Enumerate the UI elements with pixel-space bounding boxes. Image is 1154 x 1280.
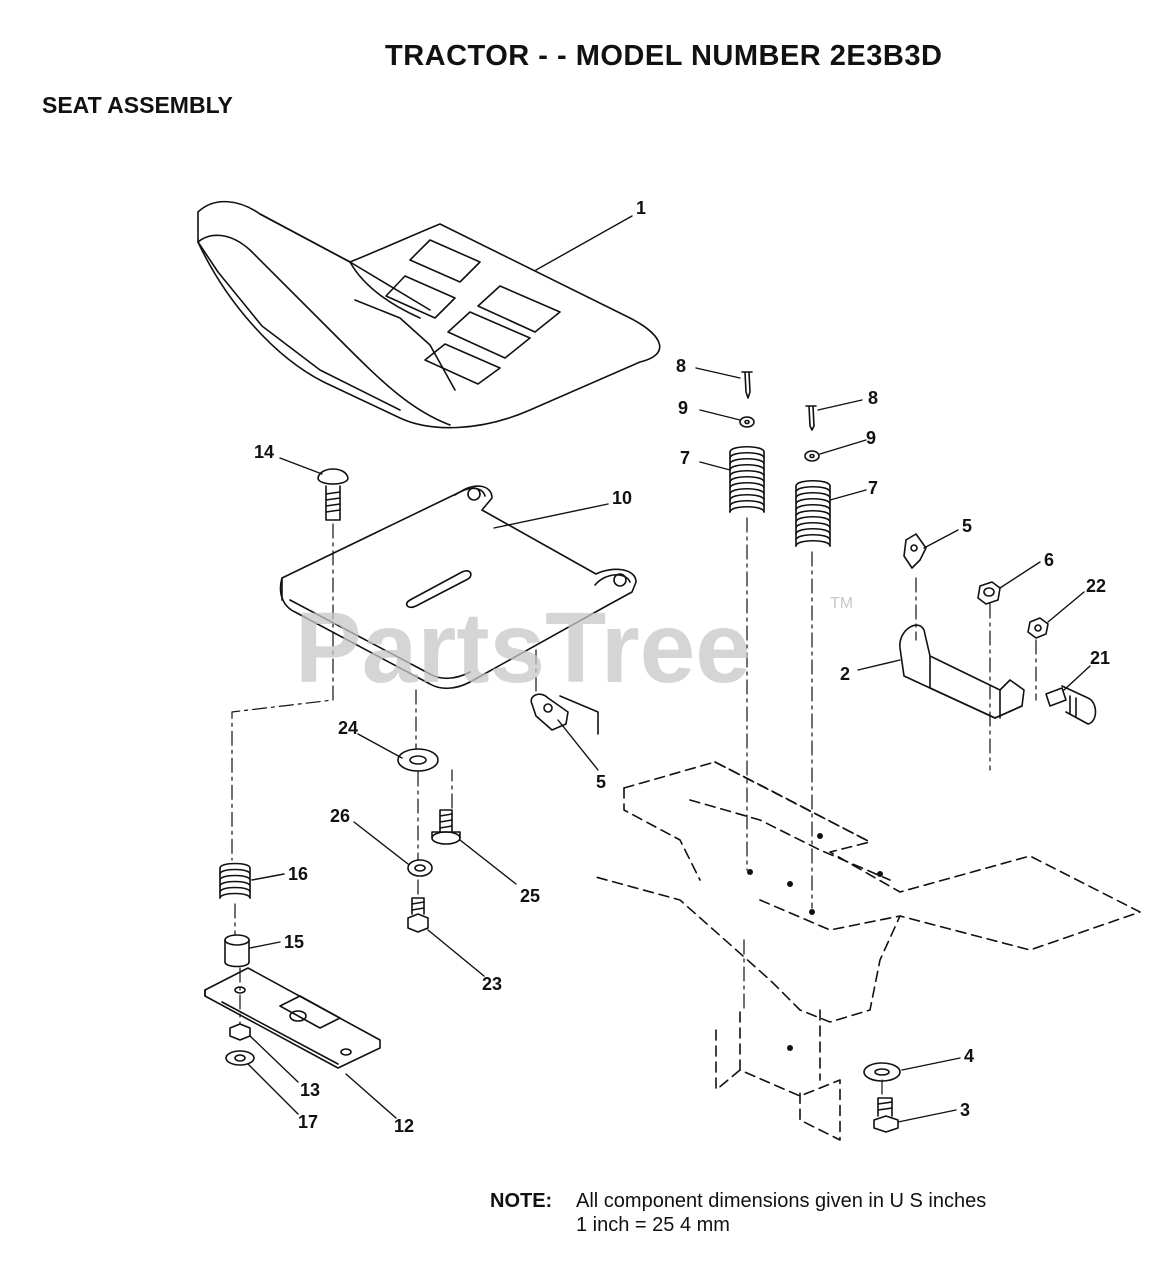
callout-14: 14 bbox=[254, 442, 274, 462]
bracket-part-12 bbox=[204, 967, 381, 1069]
frame-holes bbox=[747, 833, 883, 1051]
bolt-part-23 bbox=[407, 897, 429, 933]
callout-22: 22 bbox=[1086, 576, 1106, 596]
callout-25: 25 bbox=[520, 886, 540, 906]
alignment-lines bbox=[231, 517, 1037, 1097]
clip-part-5-upper bbox=[903, 533, 927, 569]
washer-part-26 bbox=[407, 859, 433, 877]
callout-9b: 9 bbox=[866, 428, 876, 448]
callout-24: 24 bbox=[338, 718, 358, 738]
watermark-text: PartsTree bbox=[295, 592, 751, 704]
section-title: SEAT ASSEMBLY bbox=[42, 92, 233, 118]
spring-assembly-right bbox=[795, 405, 831, 547]
mounting-bracket-part bbox=[899, 624, 1025, 719]
callout-3: 3 bbox=[960, 1100, 970, 1120]
spring-assembly-left bbox=[729, 371, 765, 513]
nut-part-13 bbox=[229, 1023, 251, 1041]
callout-26: 26 bbox=[330, 806, 350, 826]
note-label: NOTE: bbox=[490, 1190, 553, 1212]
callout-5b: 5 bbox=[596, 772, 606, 792]
callout-23: 23 bbox=[482, 974, 502, 994]
callout-15: 15 bbox=[284, 932, 304, 952]
callout-2: 2 bbox=[840, 664, 850, 684]
clip-part-5-lower bbox=[530, 693, 599, 735]
callout-1: 1 bbox=[636, 198, 646, 218]
bolt-part-25 bbox=[431, 809, 461, 845]
callout-10: 10 bbox=[612, 488, 632, 508]
spacer-part-15 bbox=[224, 934, 250, 968]
spring-part-16 bbox=[219, 862, 251, 899]
callout-17: 17 bbox=[298, 1112, 318, 1132]
seat-pan-part bbox=[279, 485, 637, 690]
callout-8: 8 bbox=[676, 356, 686, 376]
knob-part-21 bbox=[1045, 685, 1097, 725]
watermark: PartsTree TM bbox=[295, 592, 853, 704]
page-title: TRACTOR - - MODEL NUMBER 2E3B3D bbox=[385, 40, 943, 72]
leader-lines bbox=[247, 215, 1091, 1123]
callout-13: 13 bbox=[300, 1080, 320, 1100]
callout-5: 5 bbox=[962, 516, 972, 536]
nut-part-22 bbox=[1027, 617, 1049, 639]
washer-part-17 bbox=[225, 1050, 255, 1066]
callout-numbers: 1 14 10 8 9 7 8 9 7 5 6 22 2 21 24 5 26 … bbox=[254, 198, 1110, 1136]
callout-8b: 8 bbox=[868, 388, 878, 408]
note-text-line1: All component dimensions given in U S in… bbox=[576, 1190, 987, 1212]
note-text-line2: 1 inch = 25 4 mm bbox=[576, 1214, 730, 1236]
washer-part-24 bbox=[397, 748, 439, 772]
callout-4: 4 bbox=[964, 1046, 974, 1066]
callout-12: 12 bbox=[394, 1116, 414, 1136]
tractor-frame-reference bbox=[591, 761, 1141, 1141]
callout-16: 16 bbox=[288, 864, 308, 884]
callout-7: 7 bbox=[680, 448, 690, 468]
carriage-bolt-part bbox=[317, 468, 349, 521]
callout-6: 6 bbox=[1044, 550, 1054, 570]
watermark-tm: TM bbox=[830, 595, 853, 612]
nut-part-6 bbox=[977, 581, 1001, 605]
bolt-part-3 bbox=[873, 1097, 899, 1133]
washer-part-4 bbox=[863, 1062, 901, 1082]
callout-21: 21 bbox=[1090, 648, 1110, 668]
callout-9: 9 bbox=[678, 398, 688, 418]
seat-part bbox=[197, 200, 661, 429]
callout-7b: 7 bbox=[868, 478, 878, 498]
